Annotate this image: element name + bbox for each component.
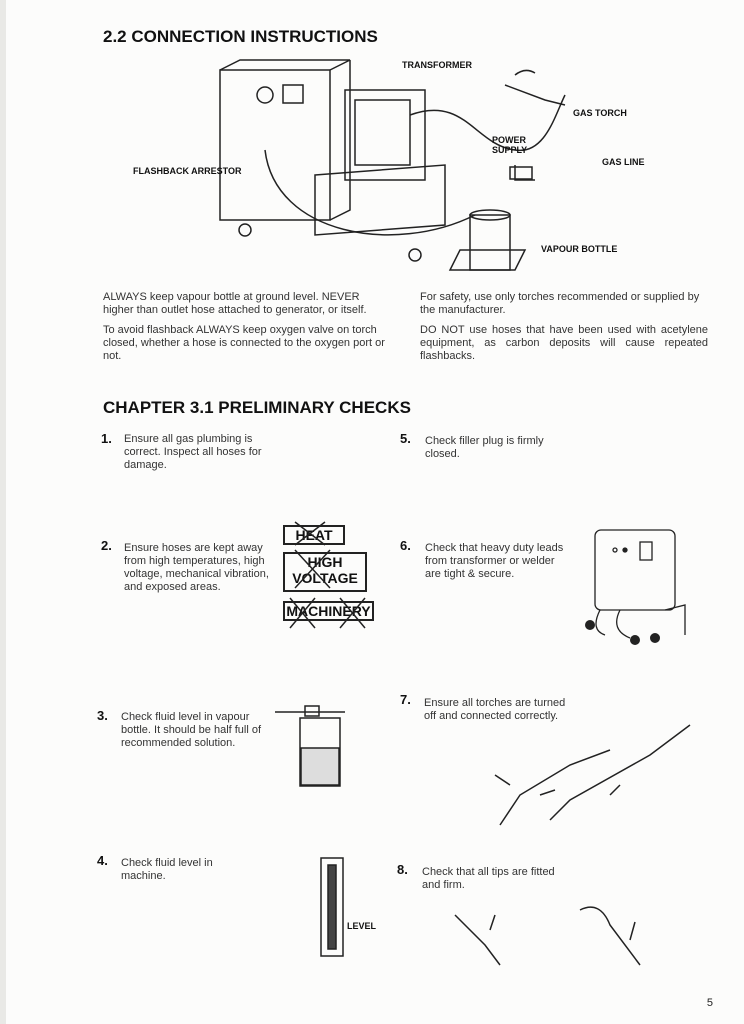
step-number: 7.	[400, 692, 411, 707]
cross-out-marks	[289, 521, 366, 629]
section-title: 2.2 CONNECTION INSTRUCTIONS	[103, 27, 378, 46]
page-edge	[0, 0, 6, 1024]
vapour-bottle-illustration	[275, 705, 345, 787]
chapter-title: CHAPTER 3.1 PRELIMINARY CHECKS	[103, 398, 411, 417]
level-gauge-illustration	[320, 857, 344, 957]
step-number: 3.	[97, 708, 108, 723]
step-number: 5.	[400, 431, 411, 446]
sign-heat: HEAT	[283, 525, 345, 545]
step-text: Ensure hoses are kept away from high tem…	[124, 542, 269, 593]
torch-tips-illustration	[454, 906, 641, 966]
step-text: Check filler plug is firmly closed.	[425, 435, 544, 460]
step-number: 4.	[97, 853, 108, 868]
label-gas-torch: GAS TORCH	[573, 108, 627, 118]
step-text: Check fluid level in vapour bottle. It s…	[121, 711, 262, 749]
step-text: Ensure all torches are turned off and co…	[424, 697, 566, 722]
connection-diagram	[219, 59, 566, 271]
step-number: 6.	[400, 538, 411, 553]
paragraph: For safety, use only torches recommended…	[420, 291, 700, 316]
paragraph: ALWAYS keep vapour bottle at ground leve…	[103, 291, 367, 316]
page-number: 5	[706, 997, 713, 1009]
paragraph: To avoid flashback ALWAYS keep oxygen va…	[103, 324, 385, 362]
step-text: Check fluid level in machine.	[121, 857, 213, 882]
step-text: Check that heavy duty leads from transfo…	[425, 542, 564, 580]
step-number: 8.	[397, 862, 408, 877]
label-flashback-arrestor: FLASHBACK ARRESTOR	[133, 166, 242, 176]
label-vapour-bottle: VAPOUR BOTTLE	[541, 244, 618, 254]
level-label: LEVEL	[347, 921, 377, 931]
step-number: 1.	[101, 431, 112, 446]
step-number: 2.	[101, 538, 112, 553]
machine-illustration	[585, 529, 686, 645]
torch-illustration	[494, 724, 691, 826]
step-text: Ensure all gas plumbing is correct. Insp…	[124, 433, 262, 471]
label-transformer: TRANSFORMER	[402, 60, 472, 70]
label-gas-line: GAS LINE	[602, 157, 645, 167]
step-text: Check that all tips are fitted and firm.	[422, 866, 555, 891]
label-power-supply: POWER SUPPLY	[492, 135, 528, 155]
paragraph: DO NOT use hoses that have been used wit…	[420, 324, 708, 362]
